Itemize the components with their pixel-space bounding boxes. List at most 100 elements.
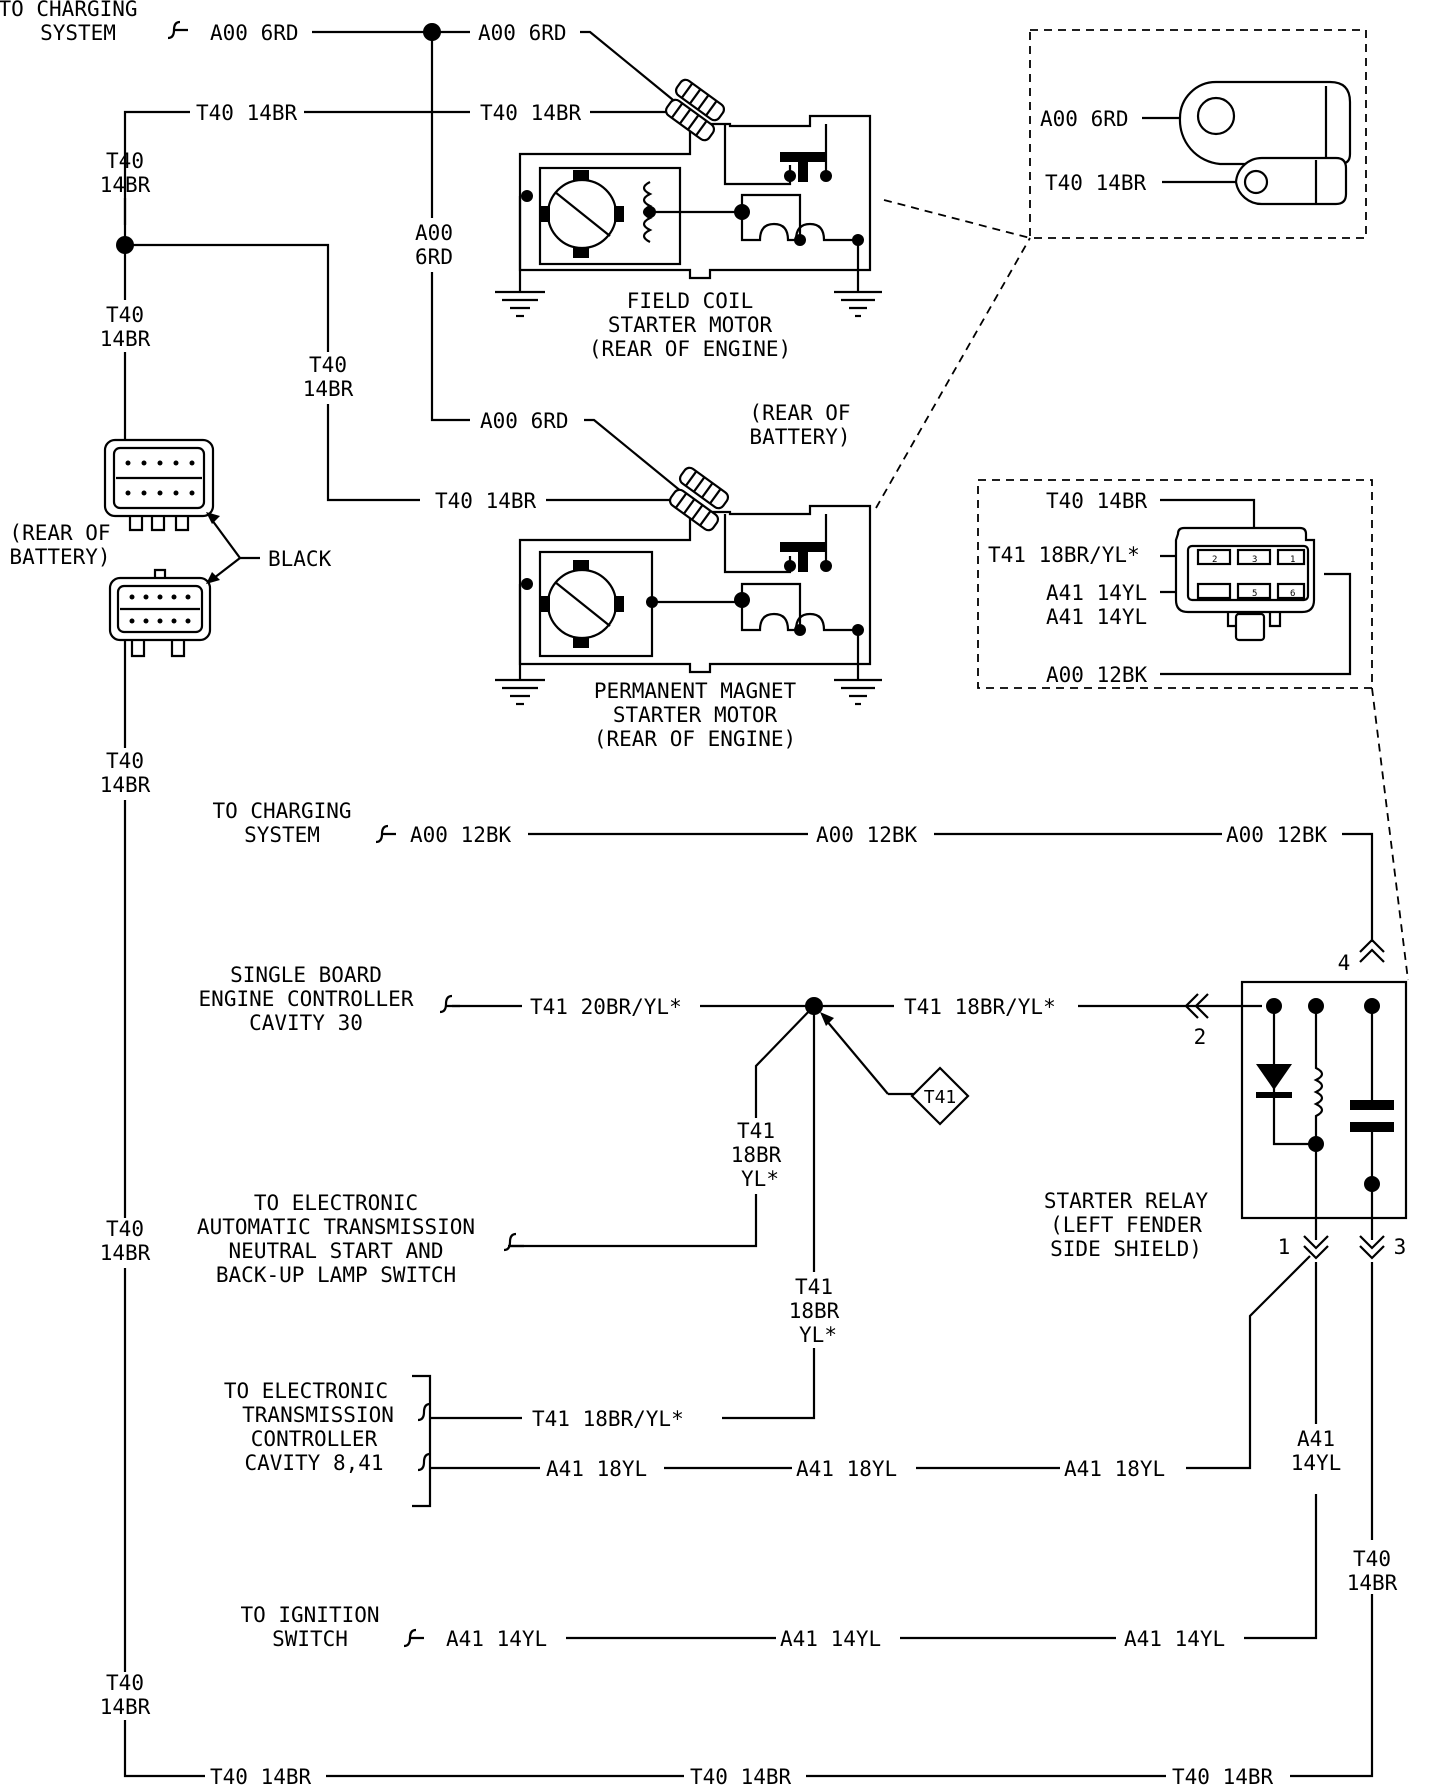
wire-14br-label: 14BR bbox=[303, 377, 354, 401]
wire-t40-label: T40 bbox=[106, 749, 144, 773]
ring-terminal-small bbox=[1234, 156, 1348, 206]
terminal-dot bbox=[521, 190, 533, 202]
terminal-detail-inset bbox=[1029, 29, 1367, 239]
relay-pin2-connector bbox=[1184, 993, 1209, 1019]
field-coil-starter-motor bbox=[495, 78, 882, 318]
connector-end-symbol bbox=[417, 1402, 431, 1422]
eatx-label-line4: BACK-UP LAMP SWITCH bbox=[216, 1263, 456, 1287]
tcm-label-line3: CONTROLLER bbox=[251, 1427, 378, 1451]
solenoid-coil bbox=[740, 212, 858, 242]
starter-relay bbox=[1240, 980, 1408, 1240]
to-charging-label-line2: SYSTEM bbox=[244, 823, 320, 847]
solenoid-plunger bbox=[798, 160, 808, 182]
wire-t40-label: T40 bbox=[106, 149, 144, 173]
black-label: BLACK bbox=[268, 547, 332, 571]
inset-leader bbox=[883, 199, 1031, 239]
splice-diamond bbox=[910, 1066, 970, 1126]
battery-connector-lower bbox=[108, 568, 212, 658]
connector-key bbox=[153, 568, 167, 578]
wire-a41-14yl-label: A41 14YL bbox=[446, 1627, 547, 1651]
wire-a41-18yl-label: A41 18YL bbox=[796, 1457, 897, 1481]
wire-a00-6rd-to-field-coil bbox=[580, 30, 701, 123]
wire-a41-label: A41 14YL bbox=[1046, 605, 1147, 629]
relay-pin2-label: 2 bbox=[1194, 1025, 1207, 1049]
tcm-label-line4: CAVITY 8,41 bbox=[244, 1451, 383, 1475]
wire-a41-14yl-to-relay bbox=[1244, 1494, 1318, 1640]
wire-a00-12bk-label: A00 12BK bbox=[816, 823, 918, 847]
cavity-number: 3 bbox=[1252, 555, 1257, 565]
terminal-dot bbox=[521, 578, 533, 590]
wire-14br-label: 14BR bbox=[100, 773, 151, 797]
wire-t40-label: T40 14BR bbox=[480, 101, 582, 125]
inset-leader bbox=[1371, 687, 1409, 981]
wire-t41-to-eatx bbox=[508, 1194, 758, 1248]
brush bbox=[573, 560, 589, 570]
rear-of-battery-line1: (REAR OF bbox=[9, 521, 110, 545]
pm-motor-label-line2: STARTER MOTOR bbox=[613, 703, 778, 727]
cavity bbox=[1276, 582, 1306, 600]
wire-yl-label: YL* bbox=[799, 1323, 837, 1347]
wire-a00-6rd-label: A00 6RD bbox=[480, 409, 569, 433]
to-charging-label-line2: SYSTEM bbox=[40, 21, 116, 45]
wire-t40-top-left bbox=[123, 110, 190, 225]
wire-a41-label: A41 bbox=[1297, 1427, 1335, 1451]
tcm-label-line1: TO ELECTRONIC bbox=[224, 1379, 388, 1403]
wire-18br-label: 18BR bbox=[731, 1143, 782, 1167]
wire-a00-6rd-label: A00 6RD bbox=[210, 21, 299, 45]
wire-a41-18yl-to-relay bbox=[1186, 1255, 1311, 1470]
wire-t41-label: T41 bbox=[737, 1119, 775, 1143]
starter-relay-label-line2: (LEFT FENDER bbox=[1050, 1213, 1202, 1237]
rear-of-battery-line2: BATTERY) bbox=[9, 545, 110, 569]
connector-end-symbol bbox=[417, 1452, 431, 1472]
wire-14br-label: 14BR bbox=[100, 1241, 151, 1265]
field-coil-label-line1: FIELD COIL bbox=[627, 289, 753, 313]
inset-leader bbox=[875, 237, 1031, 509]
relay-diode bbox=[1256, 1064, 1292, 1090]
relay-contact bbox=[1350, 1122, 1394, 1132]
wire-6rd-label: 6RD bbox=[415, 245, 453, 269]
solenoid-coil bbox=[740, 600, 858, 632]
tcm-label-line2: TRANSMISSION bbox=[242, 1403, 394, 1427]
wire-14yl-label: 14YL bbox=[1291, 1451, 1342, 1475]
connector-end-symbol bbox=[375, 824, 396, 844]
black-leader-upper bbox=[211, 519, 260, 560]
connector-pins bbox=[125, 460, 195, 496]
wire-14br-label: 14BR bbox=[1347, 1571, 1398, 1595]
connector-pins bbox=[129, 594, 191, 624]
wire-a00-6rd-to-pm bbox=[430, 272, 470, 422]
ring-terminal-hole bbox=[1243, 169, 1269, 195]
wire-a00-12bk-label: A00 12BK bbox=[410, 823, 512, 847]
t40-left-bus: T40 14BR T40 14BR T40 14BR T40 14BR T40 … bbox=[100, 101, 1398, 1788]
contact-dot bbox=[784, 560, 796, 572]
brush bbox=[573, 170, 589, 180]
wire-t41-to-tcm bbox=[722, 1348, 816, 1420]
cavity-number: 5 bbox=[1252, 589, 1257, 599]
starter-relay-label-line1: STARTER RELAY bbox=[1044, 1189, 1209, 1213]
connector-lock bbox=[1234, 612, 1266, 642]
contact-dot bbox=[784, 170, 796, 182]
cavity-number: 1 bbox=[1290, 555, 1295, 565]
arrowhead bbox=[206, 572, 220, 584]
wire-a00-6rd-to-pm-motor bbox=[584, 418, 705, 511]
wire-t40-label: T40 14BR bbox=[1045, 171, 1147, 195]
sbec-label-line2: ENGINE CONTROLLER bbox=[199, 987, 414, 1011]
wire-t40-label: T40 14BR bbox=[690, 1765, 792, 1788]
wire-t40-to-relay bbox=[1290, 1594, 1374, 1778]
connector-end-symbol bbox=[167, 20, 188, 40]
wire-a00-label: A00 12BK bbox=[1046, 663, 1148, 687]
cavity bbox=[1236, 582, 1272, 600]
wire-a00-6rd-label: A00 6RD bbox=[478, 21, 567, 45]
brush bbox=[573, 638, 589, 648]
starter-relay-label-line3: SIDE SHIELD) bbox=[1050, 1237, 1202, 1261]
wire-t40-label: T40 bbox=[106, 303, 144, 327]
wire-a41-18yl-label: A41 18YL bbox=[546, 1457, 647, 1481]
battery-cable-terminals bbox=[664, 78, 726, 142]
relay-node bbox=[1364, 1176, 1380, 1192]
cavity-number: 6 bbox=[1290, 589, 1295, 599]
wire-t40-label: T40 bbox=[1353, 1547, 1391, 1571]
wire-a00 bbox=[1160, 572, 1352, 676]
relay-diode-lead bbox=[1272, 1006, 1316, 1146]
brush bbox=[614, 596, 624, 612]
field-coil-label-line2: STARTER MOTOR bbox=[608, 313, 773, 337]
cavity bbox=[1236, 548, 1272, 566]
